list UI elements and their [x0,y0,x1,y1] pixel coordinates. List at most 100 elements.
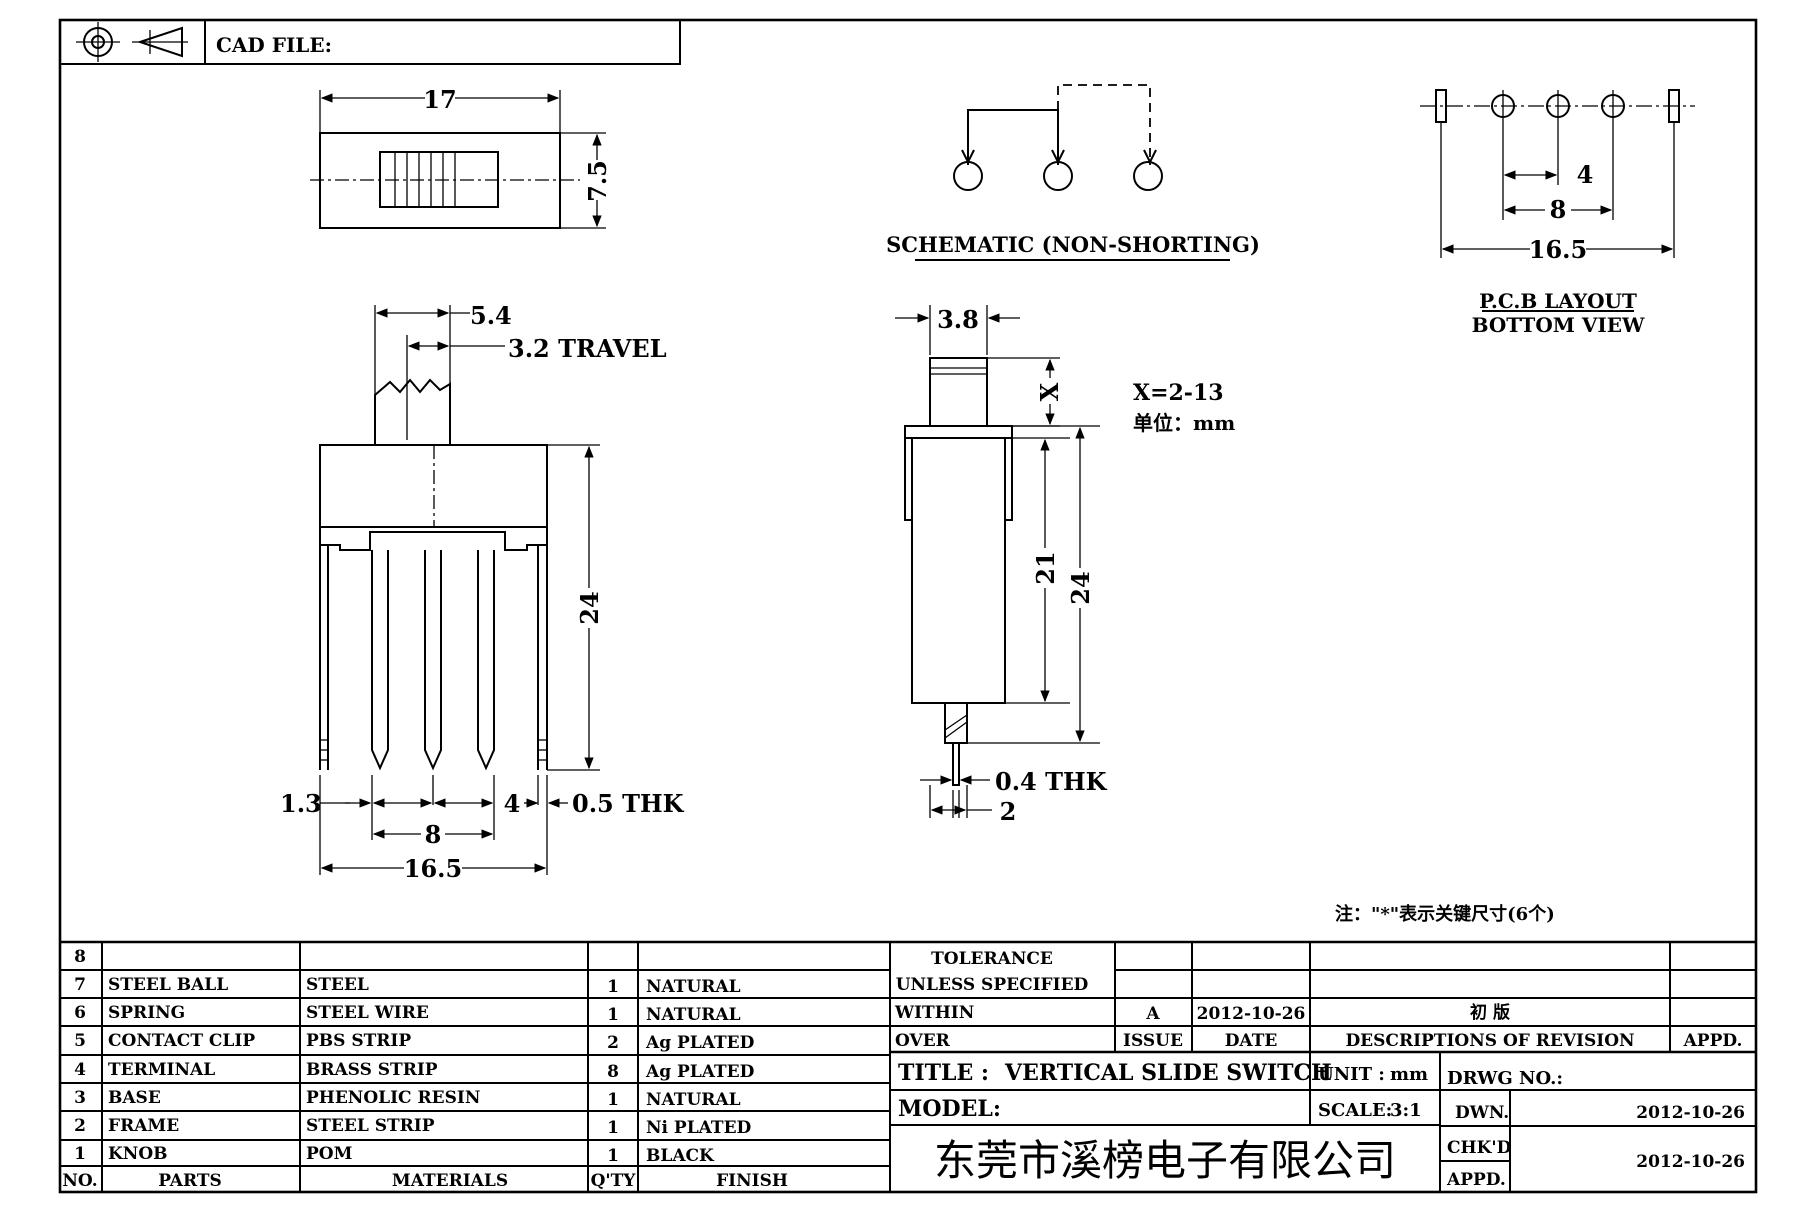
rev-date: 2012-10-26 [1197,1004,1306,1024]
unit-value: mm [1390,1064,1428,1085]
model-label: MODEL: [898,1096,1001,1122]
issue-label: ISSUE [1123,1031,1183,1051]
top-width-dim: 17 [423,85,456,114]
bom-row-2-material: STEEL STRIP [306,1116,435,1136]
side-width-dim: 3.8 [937,305,979,334]
bom-row-1-no: 1 [74,1144,86,1164]
tolerance-label: TOLERANCE [931,949,1053,969]
bom-row-7-part: STEEL BALL [108,975,228,995]
unit-note: 单位：mm [1133,411,1235,435]
knob-width-dim: 5.4 [470,301,512,330]
bom-row-3-no: 3 [74,1088,86,1108]
bom-row-6-finish: NATURAL [646,1005,741,1025]
bom-row-4-part: TERMINAL [108,1060,215,1080]
description-label: DESCRIPTIONS OF REVISION [1345,1031,1634,1051]
chk-date: 2012-10-26 [1636,1152,1745,1172]
schematic-terminal-1 [953,161,983,191]
title-block: TOLERANCE UNLESS SPECIFIED WITHIN OVER A… [890,942,1756,1192]
company-name: 东莞市溪榜电子有限公司 [934,1136,1396,1185]
side-height-dim: 24 [1066,571,1095,604]
bom-row-7-qty: 1 [607,977,619,997]
bom-row-1-qty: 1 [607,1146,619,1166]
bom-row-1-finish: BLACK [646,1146,715,1166]
key-dimension-note: 注："*"表示关键尺寸(6个) [1335,903,1555,925]
bom-table: 8 7 STEEL BALL STEEL 1 NATURAL 6 SPRING … [60,940,1756,1192]
bom-row-2-part: FRAME [108,1116,179,1136]
bom-row-5-material: PBS STRIP [306,1031,411,1051]
bom-row-5-part: CONTACT CLIP [108,1031,255,1051]
appd2-label: APPD. [1446,1170,1506,1190]
scale-value: 3:1 [1390,1100,1422,1121]
cad-file-label: CAD FILE: [216,33,332,57]
schematic-terminal-3 [1133,161,1163,191]
bom-row-6-no: 6 [74,1003,86,1023]
top-height-dim: 7.5 [583,160,612,202]
bom-row-7-no: 7 [74,975,86,995]
scale-label: SCALE: [1318,1100,1392,1121]
front-total-dim: 16.5 [404,854,462,883]
chkd-label: CHK'D [1447,1138,1512,1158]
travel-dim: 3.2 TRAVEL [508,334,667,363]
sheet-border [58,18,1758,1194]
date-label: DATE [1225,1031,1278,1051]
front-thk-dim: 0.5 THK [572,789,685,818]
side-x-dim: X [1035,382,1064,401]
bom-row-7-material: STEEL [306,975,369,995]
unit-label: UNIT : [1318,1064,1385,1085]
bom-row-3-part: BASE [108,1088,161,1108]
pcb-pitch-8: 8 [1550,195,1567,224]
pcb-caption-1: P.C.B LAYOUT [1479,289,1637,313]
bom-row-4-material: BRASS STRIP [306,1060,438,1080]
bom-row-5-finish: Ag PLATED [645,1033,755,1053]
pcb-layout: 4 8 16.5 P.C.B LAYOUT BOTTOM VIEW [1420,89,1695,337]
bom-row-2-qty: 1 [607,1118,619,1138]
pcb-pitch-total: 16.5 [1529,235,1587,264]
appd-label: APPD. [1683,1031,1743,1051]
bom-row-6-part: SPRING [108,1003,185,1023]
bom-row-5-no: 5 [74,1031,86,1051]
front-height-dim: 24 [575,591,604,624]
side-pin-dim: 2 [1000,797,1017,826]
bom-row-4-no: 4 [74,1060,86,1080]
bom-row-4-finish: Ag PLATED [645,1062,755,1082]
projection-symbol-icon [76,22,188,62]
bom-row-5-qty: 2 [607,1033,619,1053]
side-body-dim: 21 [1031,551,1060,584]
rev-letter: A [1145,1004,1160,1024]
bom-row-6-qty: 1 [607,1005,619,1025]
pcb-pitch-4: 4 [1577,160,1594,189]
front-view: 5.4 3.2 TRAVEL 24 1.3 4 0.5 THK 8 16.5 [280,301,685,883]
dwn-label: DWN. [1455,1103,1509,1123]
schematic-caption: SCHEMATIC (NON-SHORTING) [886,232,1260,257]
left-offset-dim: 1.3 [280,789,322,818]
bom-row-6-material: STEEL WIRE [306,1003,429,1023]
schematic-terminal-2 [1043,161,1073,191]
drwg-no-label: DRWG NO.: [1447,1068,1563,1089]
within-label: WITHIN [894,1003,974,1023]
x-range-note: X=2-13 [1133,380,1224,406]
bom-row-8-no: 8 [74,947,86,967]
top-view: 17 7.5 [310,82,612,229]
bom-header-qty: Q'TY [591,1171,637,1191]
rev-description: 初 版 [1470,1002,1510,1023]
over-label: OVER [895,1031,951,1051]
dwn-date: 2012-10-26 [1636,1103,1745,1123]
pcb-caption-2: BOTTOM VIEW [1472,313,1645,337]
bom-row-2-finish: Ni PLATED [646,1118,752,1138]
bom-row-2-no: 2 [74,1116,86,1136]
terminal-pitch-dim: 4 [504,789,521,818]
terminal-pitch-8-dim: 8 [425,820,442,849]
bom-header-finish: FINISH [716,1171,788,1191]
bom-header-parts: PARTS [158,1171,222,1191]
header-box: CAD FILE: [59,19,681,65]
bom-row-4-qty: 8 [607,1062,619,1082]
side-thk-dim: 0.4 THK [995,767,1108,796]
bom-row-1-part: KNOB [108,1144,168,1164]
side-view: 3.8 X 21 24 0.4 THK 2 [895,305,1108,826]
bom-row-3-finish: NATURAL [646,1090,741,1110]
unless-specified-label: UNLESS SPECIFIED [896,975,1089,995]
bom-header-no: NO. [62,1171,97,1191]
bom-row-1-material: POM [306,1144,353,1164]
bom-header-materials: MATERIALS [392,1171,508,1191]
